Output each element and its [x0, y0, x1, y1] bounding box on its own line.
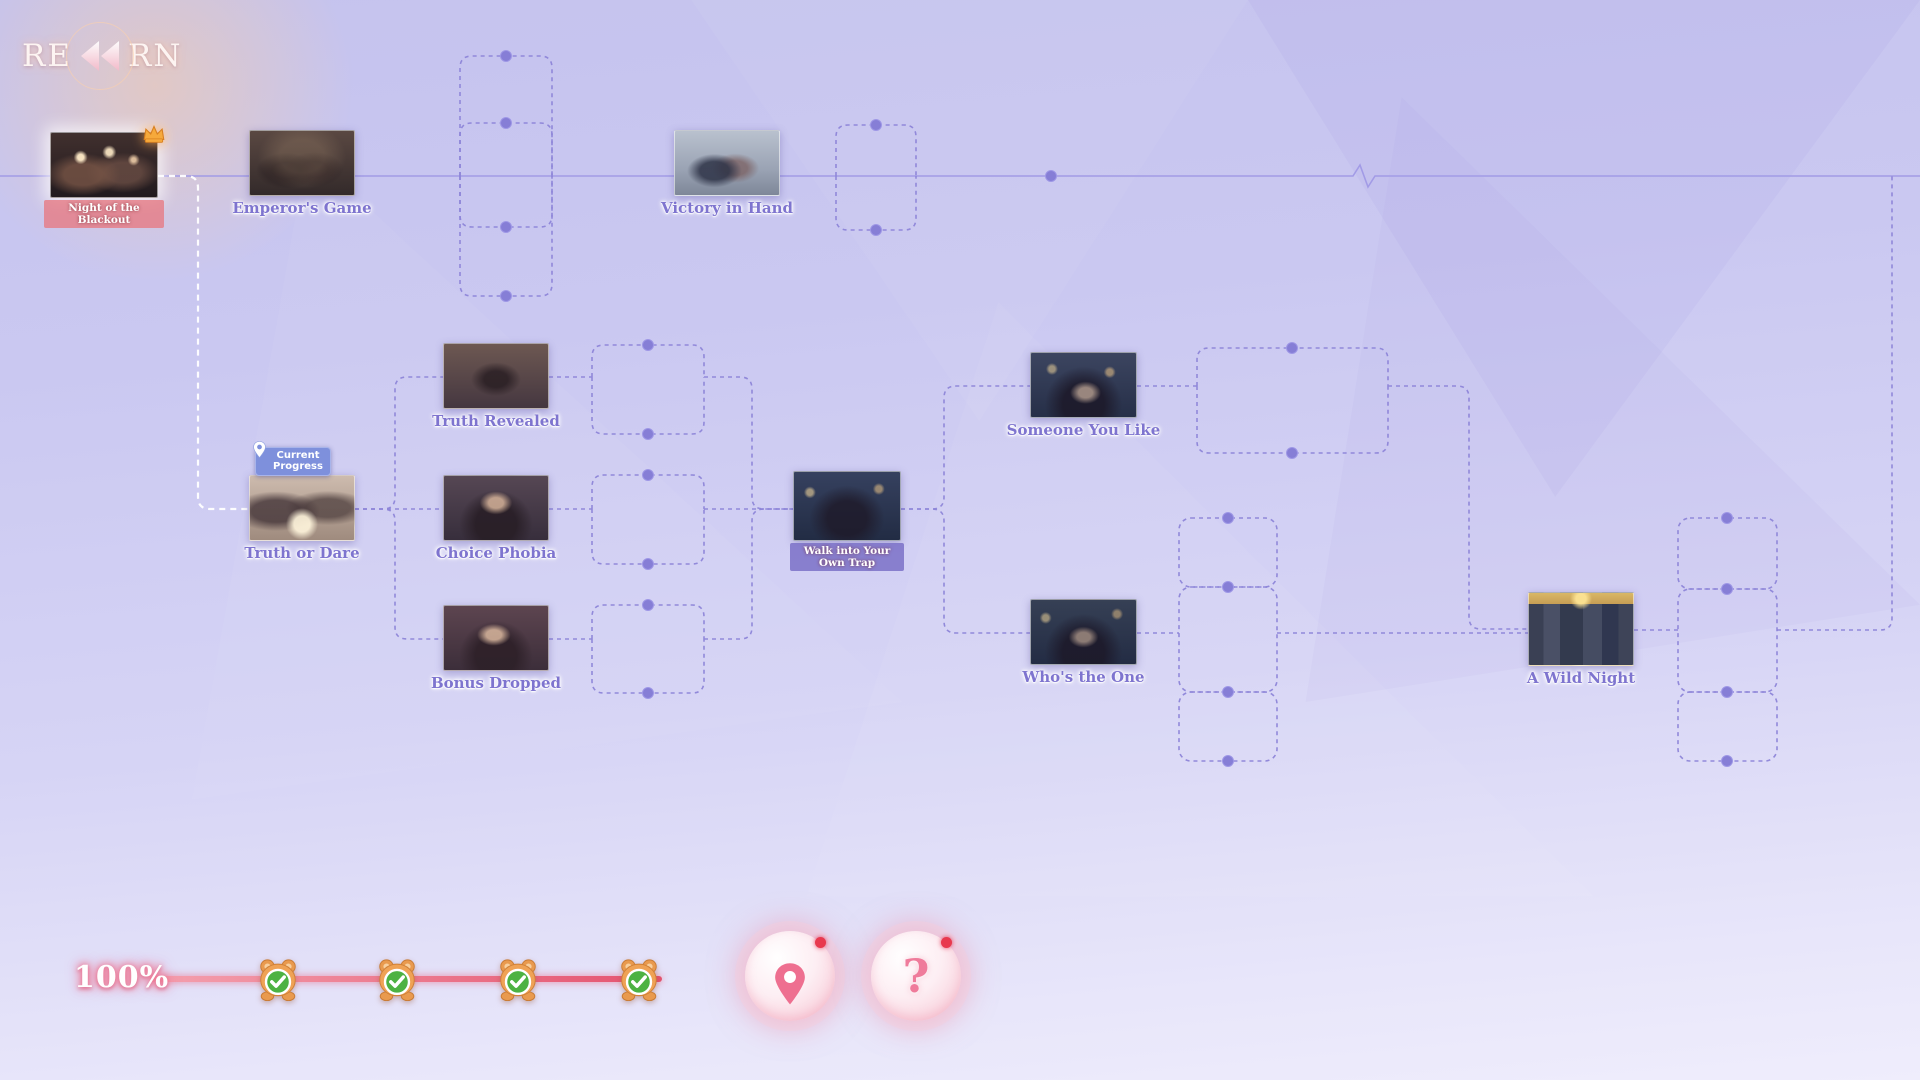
node-title: Night of the Blackout: [44, 200, 164, 229]
story-node-night-of-the-blackout[interactable]: Night of the Blackout: [44, 125, 165, 229]
checkpoint-bear[interactable]: [374, 956, 420, 1002]
node-thumbnail: [443, 605, 549, 671]
node-title: Truth Revealed: [432, 412, 560, 430]
crown-badge-icon: [141, 121, 167, 147]
node-title: Who's the One: [1022, 668, 1145, 686]
story-node-victory-in-hand[interactable]: Victory in Hand: [661, 130, 793, 217]
story-node-a-wild-night[interactable]: A Wild Night: [1526, 592, 1636, 687]
question-mark-icon: ?: [902, 949, 930, 1003]
node-title: Someone You Like: [1006, 421, 1161, 439]
node-title: Victory in Hand: [660, 199, 794, 217]
map-pin-icon: [253, 441, 266, 459]
logo-text-right: RN: [127, 38, 183, 74]
teddy-bear-check-icon: [500, 959, 536, 1002]
node-thumbnail: [674, 130, 780, 196]
story-node-whos-the-one[interactable]: Who's the One: [1022, 599, 1145, 686]
node-thumbnail: [249, 130, 355, 196]
node-title: Choice Phobia: [435, 544, 557, 562]
node-thumbnail: [1030, 352, 1137, 418]
story-node-walk-into-your-own-trap[interactable]: Walk into Your Own Trap: [790, 471, 904, 572]
progress-checkpoints: [0, 956, 1920, 1002]
story-node-emperors-game[interactable]: Emperor's Game: [232, 130, 372, 217]
node-title: Walk into Your Own Trap: [790, 543, 904, 572]
rewind-icon: [80, 41, 119, 71]
story-node-truth-revealed[interactable]: Truth Revealed: [432, 343, 560, 430]
node-thumbnail: [249, 475, 355, 541]
node-thumbnail: [443, 343, 549, 409]
completed-path: [158, 174, 249, 511]
current-progress-badge: Current Progress: [253, 441, 331, 476]
node-title: Emperor's Game: [232, 199, 372, 217]
story-node-someone-you-like[interactable]: Someone You Like: [1007, 352, 1160, 439]
map-location-button[interactable]: [745, 931, 835, 1021]
teddy-bear-check-icon: [621, 959, 657, 1002]
logo-text-left: RE: [22, 38, 72, 74]
app-logo: RE RN: [22, 22, 183, 90]
checkpoint-bear[interactable]: [495, 956, 541, 1002]
teddy-bear-check-icon: [379, 959, 415, 1002]
progress-percent: 100%: [74, 960, 170, 995]
story-node-choice-phobia[interactable]: Choice Phobia: [436, 475, 556, 562]
teddy-bear-check-icon: [260, 959, 296, 1002]
node-title: Bonus Dropped: [430, 674, 562, 692]
node-thumbnail: [1030, 599, 1137, 665]
node-thumbnail: [443, 475, 549, 541]
story-node-truth-or-dare[interactable]: Current Progress Truth or Dare: [244, 441, 360, 562]
node-title: Truth or Dare: [244, 544, 360, 562]
node-thumbnail: [793, 471, 901, 541]
node-title: A Wild Night: [1526, 669, 1636, 687]
story-node-bonus-dropped[interactable]: Bonus Dropped: [431, 605, 561, 692]
checkpoint-bear[interactable]: [255, 956, 301, 1002]
notification-dot: [815, 937, 826, 948]
node-thumbnail: [1528, 592, 1634, 666]
help-button[interactable]: ?: [871, 931, 961, 1021]
current-progress-label: Current Progress: [273, 450, 323, 472]
checkpoint-bear[interactable]: [616, 956, 662, 1002]
location-pin-icon: [775, 963, 805, 1005]
notification-dot: [941, 937, 952, 948]
